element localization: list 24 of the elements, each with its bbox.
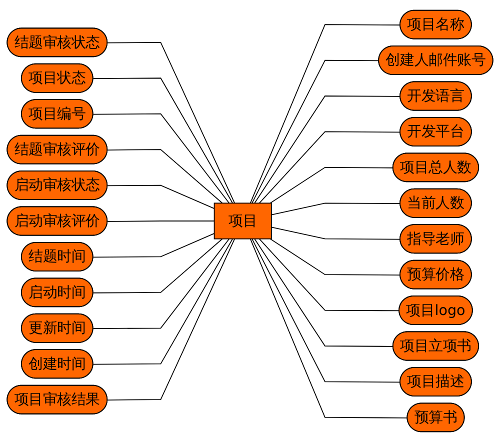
connector (270, 238, 401, 276)
connector (270, 202, 401, 216)
connector (258, 131, 401, 204)
connector (92, 78, 234, 204)
connector (107, 42, 236, 204)
connector (258, 238, 400, 312)
connector (107, 238, 236, 400)
connector (252, 238, 401, 383)
node-box: 项目 (214, 202, 272, 240)
connector (92, 238, 234, 365)
connector (92, 113, 230, 204)
connector (252, 60, 380, 204)
connector (107, 220, 215, 222)
connector (92, 238, 230, 330)
connector (270, 166, 394, 204)
connector (270, 226, 401, 240)
connector (107, 149, 223, 204)
connector (250, 24, 401, 204)
connector (254, 238, 394, 347)
connector (92, 232, 215, 258)
connector (250, 238, 408, 418)
connector (107, 184, 215, 210)
connector (92, 238, 223, 294)
connector (254, 96, 401, 204)
